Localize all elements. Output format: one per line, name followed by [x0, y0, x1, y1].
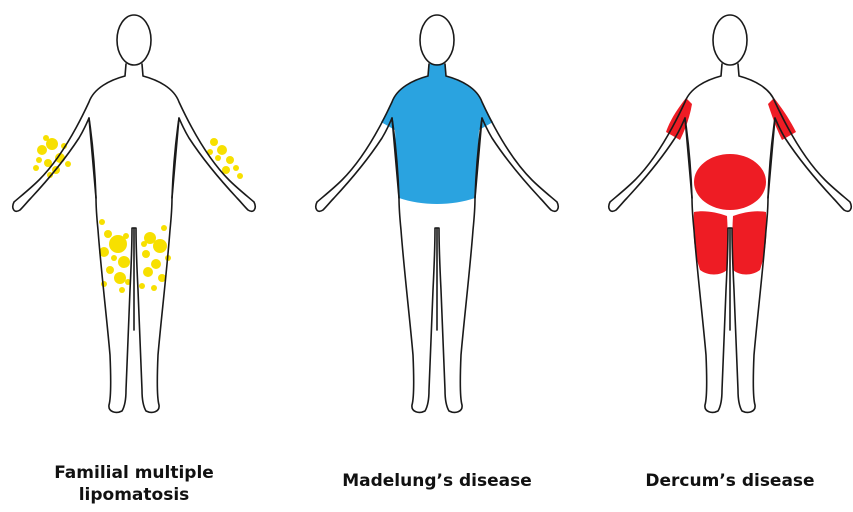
panel-dercum [609, 15, 851, 412]
dercum-left-thigh-mass [693, 211, 727, 274]
body-outline-dercum [609, 15, 851, 412]
caption-familial-line-1: Familial multiple [44, 462, 224, 484]
dercum-right-thigh-mass [732, 211, 766, 274]
caption-familial-line-2: lipomatosis [44, 484, 224, 506]
caption-dercum: Dercum’s disease [630, 470, 830, 492]
familial-forearm-nodules-right [207, 138, 243, 179]
caption-madelung-line-1: Madelung’s disease [327, 470, 547, 492]
dercum-left-arm-mass [666, 98, 692, 140]
caption-dercum-line-1: Dercum’s disease [630, 470, 830, 492]
body-outline-familial [13, 15, 255, 412]
panel-familial [13, 15, 255, 412]
caption-familial: Familial multiple lipomatosis [44, 462, 224, 506]
panel-madelung [316, 15, 558, 412]
dercum-abdominal-mass [694, 154, 766, 210]
caption-madelung: Madelung’s disease [327, 470, 547, 492]
familial-thigh-nodules [99, 219, 171, 293]
